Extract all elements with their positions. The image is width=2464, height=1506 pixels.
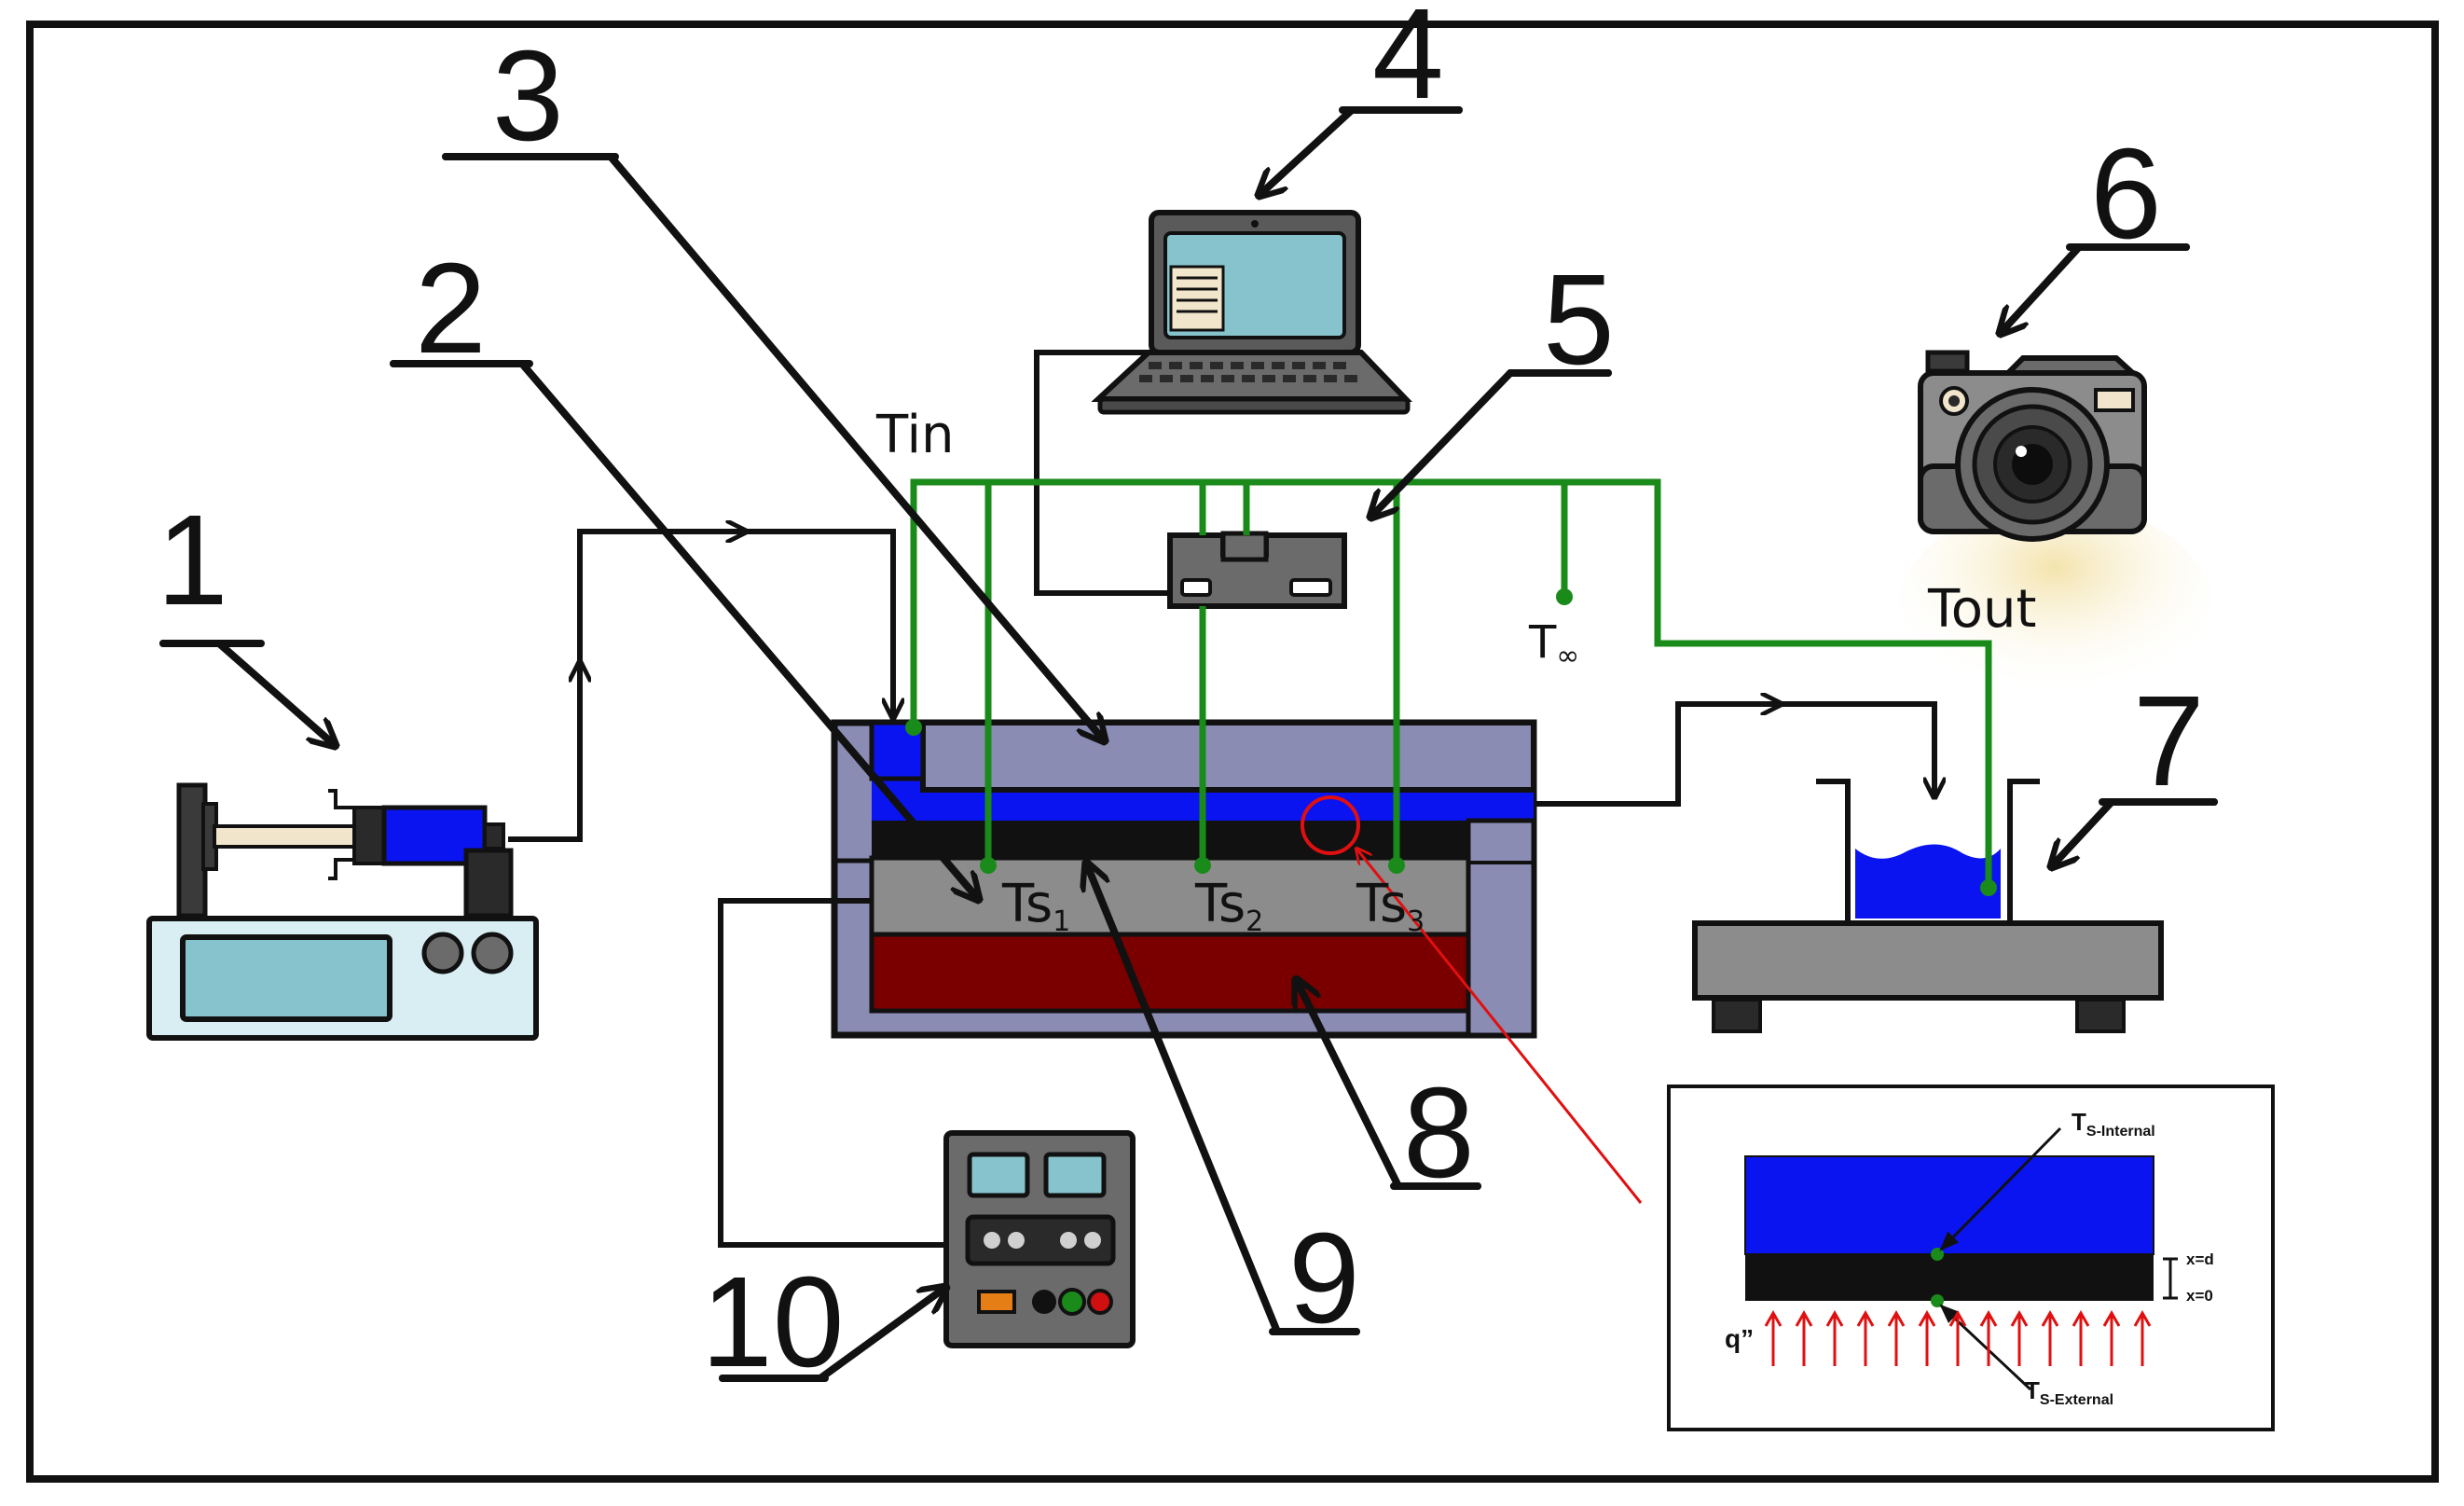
inset-heat-flux-label: q” <box>1725 1324 1754 1353</box>
inset-panel: TS-Internal TS-External x=d x=0 q” <box>1667 1085 2275 1431</box>
label-t-infinity: T∞ <box>1528 616 1579 672</box>
outer-frame <box>26 21 2439 1483</box>
highlight-circle <box>1301 795 1360 855</box>
callout-2: 2 <box>415 237 487 380</box>
test-section <box>831 719 1537 1039</box>
label-tin: Tin <box>875 405 955 465</box>
label-tout: Tout <box>1927 579 2036 640</box>
inset-x-0: x=0 <box>2186 1287 2213 1305</box>
callout-1: 1 <box>157 489 228 632</box>
callout-8: 8 <box>1403 1061 1475 1205</box>
callout-leaders <box>159 106 2218 1382</box>
callout-9: 9 <box>1288 1207 1360 1350</box>
callout-4: 4 <box>1372 0 1444 126</box>
camera-icon <box>1897 350 2214 718</box>
callout-7: 7 <box>2133 670 2205 813</box>
laptop-icon <box>1091 210 1413 415</box>
inset-x-d: x=d <box>2186 1250 2214 1268</box>
label-ts3: Ts3 <box>1356 874 1425 938</box>
inset-heat-flux-arrows <box>1764 1309 2152 1366</box>
thermocouple-wires <box>905 478 1997 896</box>
callout-10: 10 <box>701 1250 845 1394</box>
zoom-leader <box>1356 849 1643 1204</box>
inset-wall-layer <box>1745 1254 2154 1301</box>
flow-pipes <box>508 350 1934 1248</box>
inset-ts-external: TS-External <box>2025 1376 2113 1408</box>
callout-6: 6 <box>2090 122 2162 266</box>
power-supply-icon <box>943 1130 1136 1348</box>
callout-5: 5 <box>1543 248 1615 392</box>
inset-ts-internal: TS-Internal <box>2072 1108 2155 1140</box>
label-ts1: Ts1 <box>1001 874 1070 938</box>
data-logger-icon <box>1167 531 1347 609</box>
balance-scale-icon <box>1692 779 2164 1033</box>
callout-3: 3 <box>492 24 564 168</box>
label-ts2: Ts2 <box>1194 874 1263 938</box>
syringe-pump-icon <box>146 782 539 1041</box>
